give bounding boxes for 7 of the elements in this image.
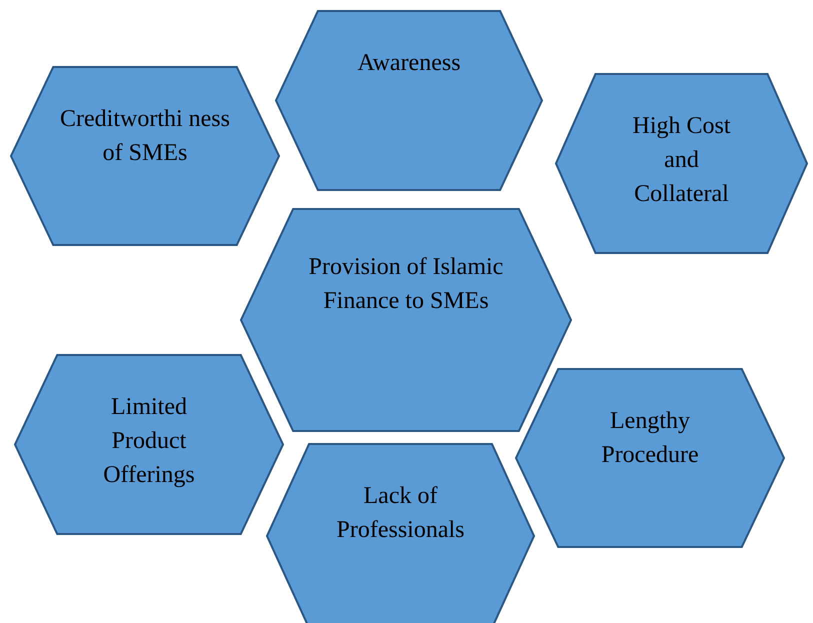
hexagon-label: Limited Product Offerings — [102, 393, 196, 490]
hexagon-label: Provision of Islamic Finance to SMEs — [308, 253, 504, 316]
hexagon-label: High Cost and Collateral — [631, 112, 732, 209]
hexagon-label: Lack of Professionals — [336, 482, 466, 545]
hexagon-label: Lengthy Procedure — [600, 407, 700, 470]
hexagon-label: Creditworthi ness of SMEs — [60, 105, 230, 168]
hexagon-label: Awareness — [356, 49, 462, 78]
